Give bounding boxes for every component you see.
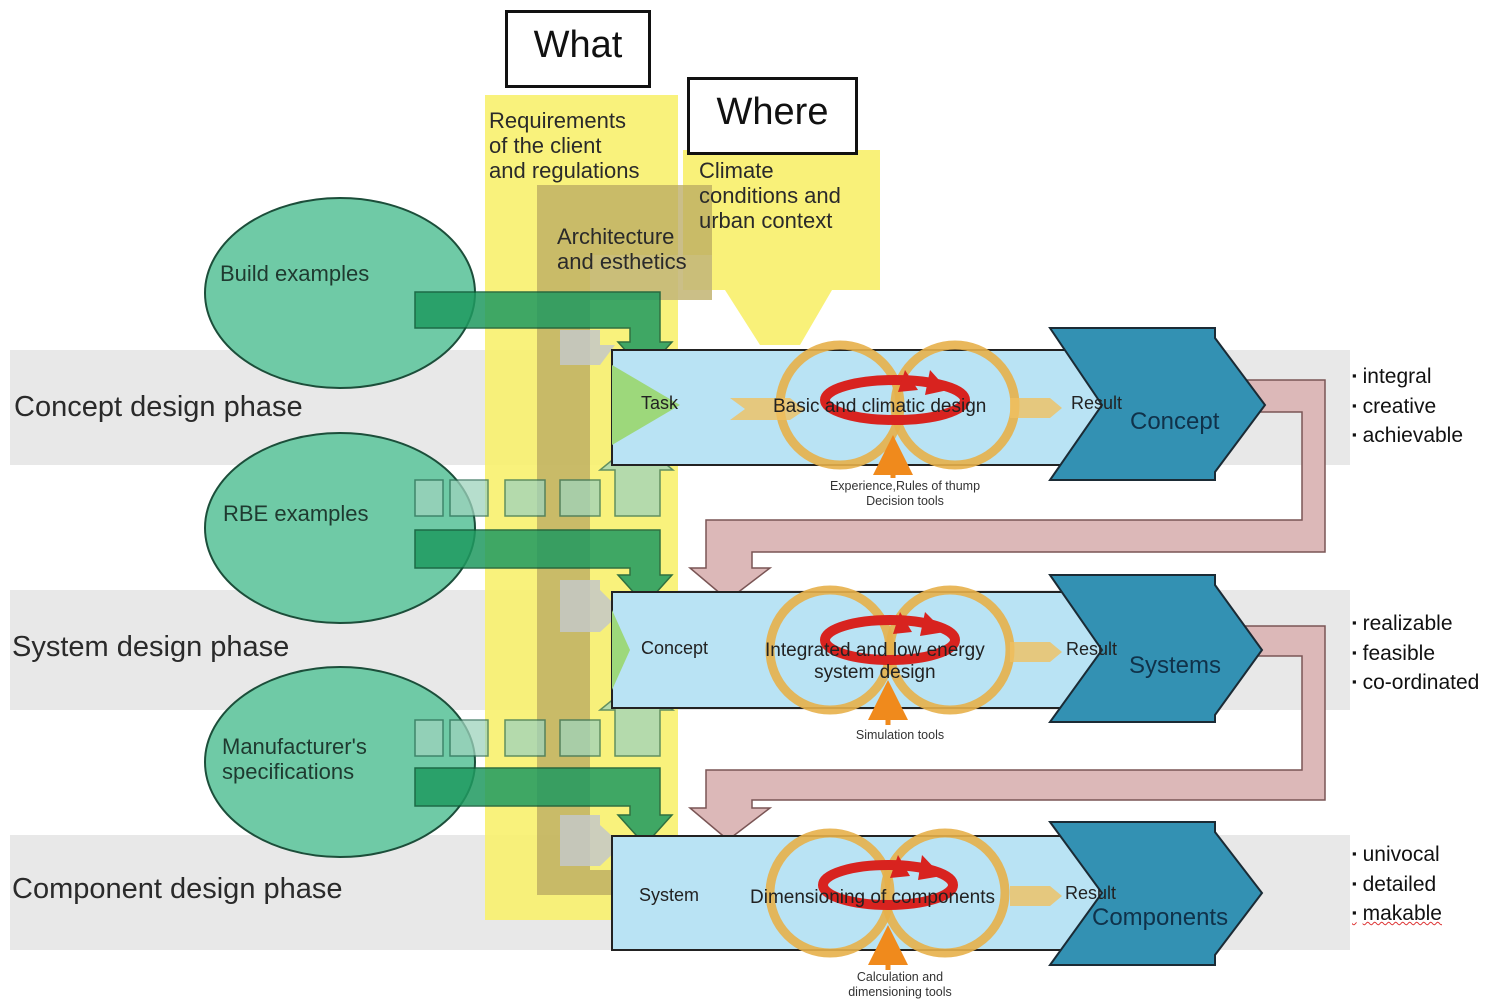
concept-result-label: Result bbox=[1071, 393, 1123, 413]
rbe-arrow bbox=[414, 529, 674, 607]
quality-item: univocal bbox=[1352, 840, 1442, 870]
climate-text: Climate conditions and urban context bbox=[699, 158, 841, 233]
quality-item: realizable bbox=[1352, 609, 1479, 639]
quality-item: creative bbox=[1352, 392, 1463, 422]
component-tools-label: Calculation and dimensioning tools bbox=[848, 970, 952, 999]
system-output-label: Systems bbox=[1129, 652, 1222, 679]
rbe-examples-label: RBE examples bbox=[223, 501, 369, 526]
system-tools-label: Simulation tools bbox=[855, 728, 945, 742]
concept-output-label: Concept bbox=[1130, 408, 1220, 435]
quality-item: achievable bbox=[1352, 421, 1463, 451]
rbe-examples-ellipse bbox=[204, 432, 476, 624]
quality-item: feasible bbox=[1352, 639, 1479, 669]
concept-qualities: integral creative achievable bbox=[1352, 362, 1463, 451]
component-qualities: univocal detailed makable bbox=[1352, 840, 1442, 929]
quality-item: co-ordinated bbox=[1352, 668, 1480, 698]
system-process-arrow bbox=[611, 574, 1264, 723]
concept-to-system-feedback bbox=[687, 379, 1326, 601]
component-output-label: Components bbox=[1092, 904, 1229, 931]
component-process-label: Dimensioning of components bbox=[750, 887, 996, 908]
manufacturer-arrow bbox=[414, 767, 674, 847]
system-qualities: realizable feasible co-ordinated bbox=[1352, 609, 1480, 698]
system-process-label: Integrated and low energy system design bbox=[765, 640, 985, 683]
concept-input-label: Task bbox=[641, 393, 679, 413]
system-to-component-feedback bbox=[687, 625, 1326, 841]
quality-item: detailed bbox=[1352, 870, 1442, 900]
component-input-label: System bbox=[639, 885, 700, 905]
quality-item: integral bbox=[1352, 362, 1463, 392]
concept-process-label: Basic and climatic design bbox=[773, 396, 987, 417]
what-title: What bbox=[505, 10, 651, 88]
system-result-label: Result bbox=[1066, 639, 1118, 659]
system-input-label: Concept bbox=[641, 638, 709, 658]
concept-tools-label: Experience,Rules of thump Decision tools bbox=[829, 479, 981, 508]
concept-process-arrow bbox=[611, 327, 1267, 481]
manufacturer-label: Manufacturer's specifications bbox=[222, 734, 367, 784]
build-examples-label: Build examples bbox=[220, 261, 370, 286]
where-title: Where bbox=[687, 77, 858, 155]
quality-item: makable bbox=[1352, 899, 1442, 929]
where-column bbox=[683, 150, 880, 345]
concept-phase-label: Concept design phase bbox=[14, 391, 303, 423]
component-cycle-icon bbox=[765, 828, 1062, 970]
component-phase-label: Component design phase bbox=[12, 873, 343, 905]
requirements-text: Requirements of the client and regulatio… bbox=[489, 108, 640, 183]
system-phase-label: System design phase bbox=[12, 631, 290, 663]
concept-cycle-icon bbox=[730, 340, 1062, 478]
component-result-label: Result bbox=[1065, 883, 1117, 903]
system-cycle-icon bbox=[765, 585, 1062, 725]
architecture-text: Architecture and esthetics bbox=[557, 224, 687, 274]
manufacturer-ellipse bbox=[204, 666, 476, 858]
